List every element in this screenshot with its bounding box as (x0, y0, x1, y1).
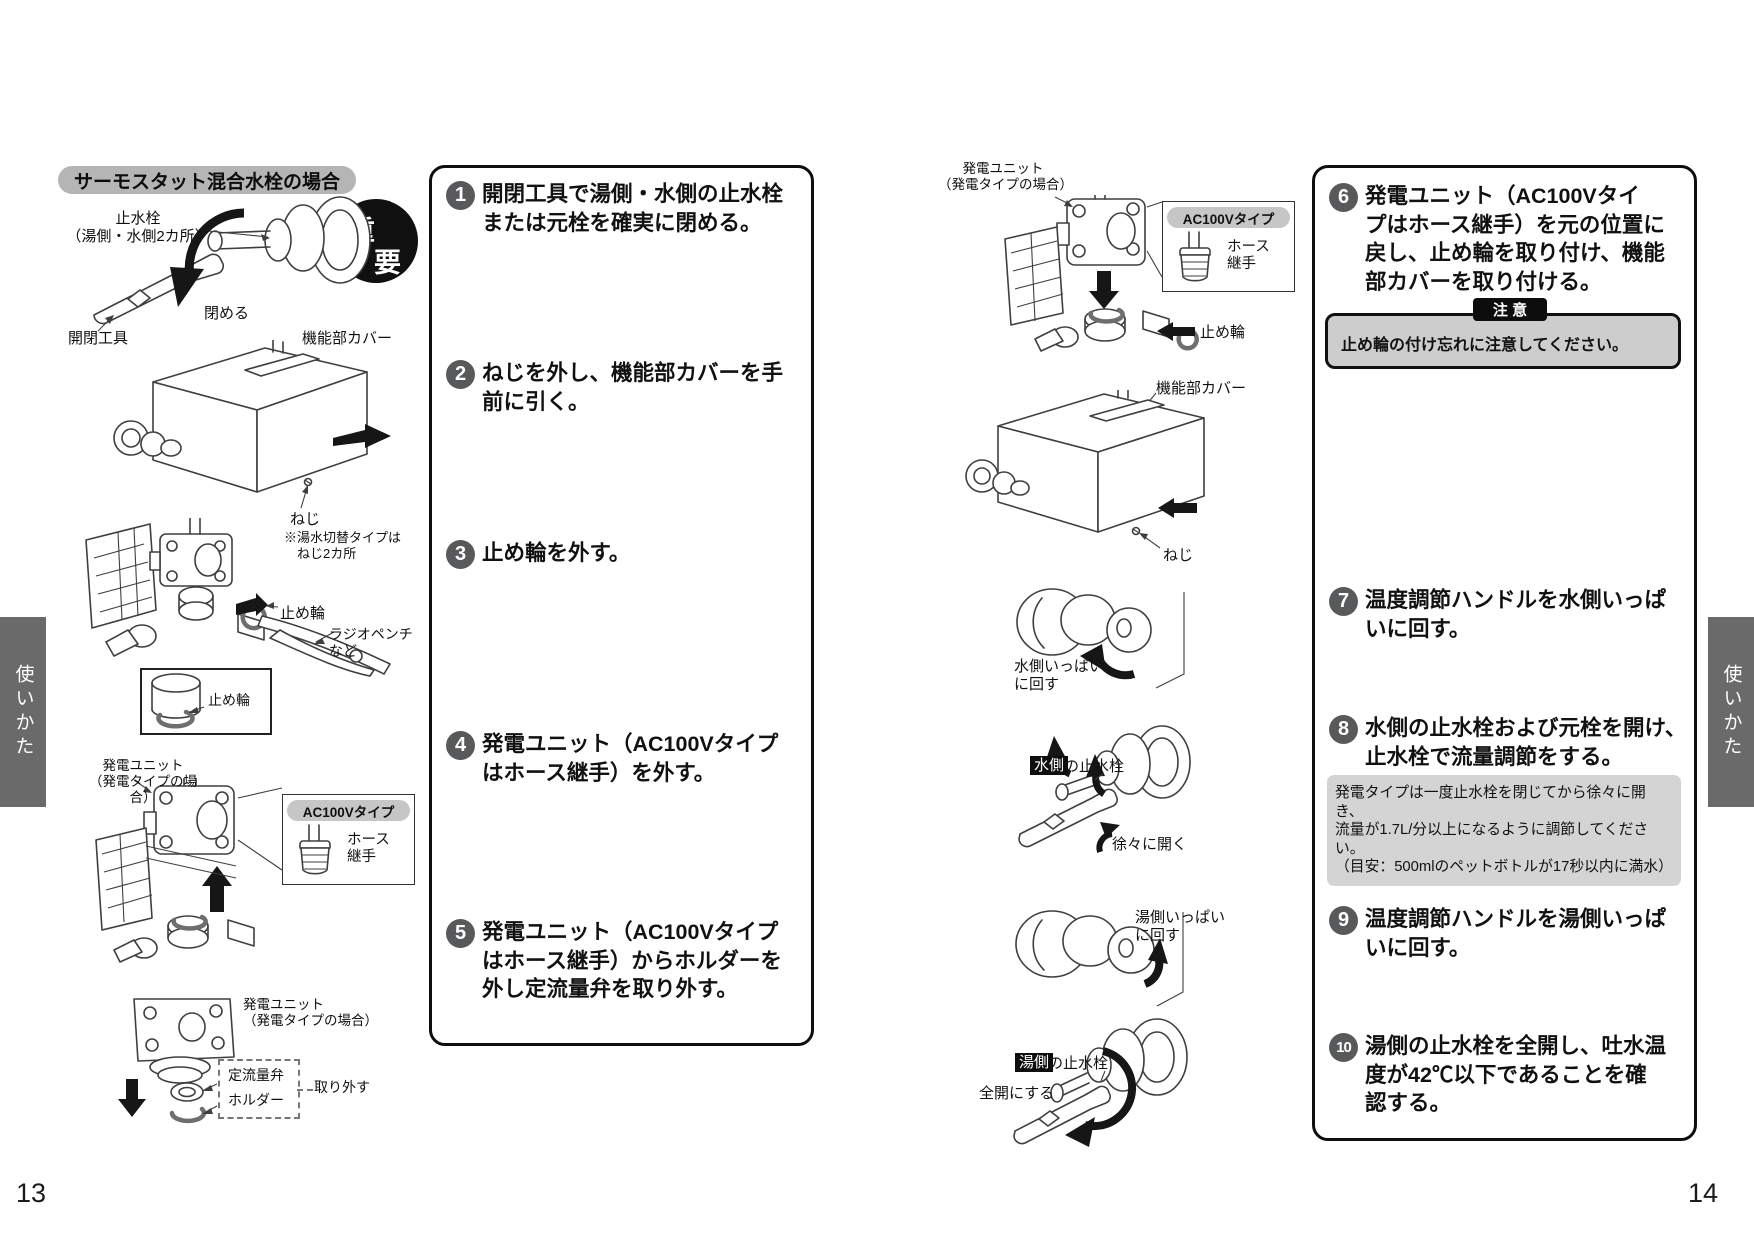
caution-note-box: 止め輪の付け忘れに注意してください。 (1325, 313, 1681, 369)
tab-label: 使いかた (12, 664, 34, 760)
label-pliers: ラジオペンチ など (329, 626, 413, 659)
flow-adjust-note: 発電タイプは一度止水栓を閉じてから徐々に開き、 流量が1.7L/分以上になるよう… (1327, 775, 1681, 886)
step-1-number: 1 (446, 181, 475, 210)
step-1: 1 開閉工具で湯側・水側の止水栓 または元栓を確実に閉める。 (446, 180, 783, 237)
step-4-text: 発電ユニット（AC100Vタイプ はホース継手）を外す。 (482, 732, 779, 785)
handle-hot-illustration (1000, 896, 1205, 1014)
step-7: 7 温度調節ハンドルを水側いっぱ いに回す。 (1329, 586, 1666, 643)
instruction-panel-right: 6 発電ユニット（AC100Vタイ プはホース継手）を元の位置に 戻し、止め輪を… (1312, 165, 1697, 1141)
step-3: 3 止め輪を外す。 (446, 539, 630, 569)
step-7-number: 7 (1329, 587, 1358, 616)
cover-remove-illustration (95, 340, 395, 518)
handle-cold-illustration (1000, 578, 1205, 700)
caution-badge: 注 意 (1473, 298, 1547, 321)
label-retaining-ring: 止め輪 (280, 605, 326, 622)
step-5: 5 発電ユニット（AC100Vタイプ はホース継手）からホルダーを 外し定流量弁… (446, 918, 782, 1004)
label-retaining-ring-right: 止め輪 (1200, 324, 1246, 341)
ac100v-type-badge: AC100Vタイプ (1167, 207, 1290, 228)
instruction-panel-left: 1 開閉工具で湯側・水側の止水栓 または元栓を確実に閉める。 2 ねじを外し、機… (429, 165, 814, 1046)
hose-joint-icon (299, 824, 331, 875)
label-hose-joint: ホース 継手 (1227, 239, 1270, 272)
hose-joint-icon (1179, 231, 1211, 282)
flow-valve-remove-illustration (92, 995, 297, 1127)
label-remove: 取り外す (314, 1079, 370, 1095)
label-hot-stop-valve: の止水栓 (1048, 1055, 1109, 1072)
step-3-number: 3 (446, 540, 475, 569)
step-3-text: 止め輪を外す。 (482, 541, 631, 565)
step-2-text: ねじを外し、機能部カバーを手 前に引く。 (482, 361, 784, 414)
step-9-number: 9 (1329, 906, 1358, 935)
label-close: 閉める (204, 305, 250, 322)
label-holder: ホルダー (228, 1092, 284, 1108)
step-9: 9 温度調節ハンドルを湯側いっぱ いに回す。 (1329, 905, 1666, 962)
label-stop-valve: 止水栓 （湯側・水側2カ所） (66, 210, 210, 245)
page-number-right: 14 (1688, 1178, 1719, 1208)
section-header-badge: サーモスタット混合水栓の場合 (58, 166, 356, 194)
cover-reattach-illustration (960, 390, 1205, 570)
remove-parts-dashed-box: 定流量弁 ホルダー (218, 1059, 300, 1119)
step-2-number: 2 (446, 360, 475, 389)
label-turn-hot-full: 湯側いっぱい に回す (1135, 909, 1226, 944)
step-8-text: 水側の止水栓および元栓を開け、 止水栓で流量調節をする。 (1365, 716, 1687, 769)
label-generator-unit-right: 発電ユニット （発電タイプの場合） (938, 161, 1073, 193)
cold-valve-open-illustration (1000, 722, 1205, 864)
step-5-number: 5 (446, 919, 475, 948)
step-1-text: 開閉工具で湯側・水側の止水栓 または元栓を確実に閉める。 (482, 182, 784, 235)
page-number-left: 13 (16, 1178, 47, 1208)
label-generator-unit: 発電ユニット （発電タイプの場合） (89, 758, 197, 806)
label-cold-stop-valve: の止水栓 (1064, 758, 1125, 775)
step-2: 2 ねじを外し、機能部カバーを手 前に引く。 (446, 359, 783, 416)
retaining-ring-inset: 止め輪 (140, 668, 272, 735)
step-7-text: 温度調節ハンドルを水側いっぱ いに回す。 (1365, 588, 1667, 641)
label-hose-joint: ホース 継手 (347, 832, 390, 865)
step-6: 6 発電ユニット（AC100Vタイ プはホース継手）を元の位置に 戻し、止め輪を… (1329, 182, 1665, 296)
ac100v-type-badge: AC100Vタイプ (287, 800, 410, 821)
step-10-number: 10 (1329, 1033, 1358, 1062)
sidebar-tab-usage-left: 使いかた (0, 617, 46, 807)
section-header-text: サーモスタット混合水栓の場合 (73, 171, 340, 193)
label-cold-side-badge: 水側 (1030, 756, 1069, 775)
important-badge-text-bottom: 要 (374, 248, 401, 278)
step-4: 4 発電ユニット（AC100Vタイプ はホース継手）を外す。 (446, 730, 778, 787)
remove-leader-line (297, 1089, 313, 1091)
step-9-text: 温度調節ハンドルを湯側いっぱ いに回す。 (1365, 907, 1667, 960)
ac100v-callout-right: AC100Vタイプ ホース 継手 (1162, 201, 1295, 292)
generator-unit-remove-illustration (88, 778, 300, 983)
step-6-number: 6 (1329, 183, 1358, 212)
step-10-text: 湯側の止水栓を全開し、吐水温 度が42℃以下であることを確 認する。 (1365, 1034, 1667, 1115)
label-screw-note: ※湯水切替タイプは ねじ2カ所 (284, 530, 402, 561)
step-4-number: 4 (446, 731, 475, 760)
label-open-gradually: 徐々に開く (1112, 836, 1188, 853)
step-5-text: 発電ユニット（AC100Vタイプ はホース継手）からホルダーを 外し定流量弁を取… (482, 920, 782, 1001)
generator-unit-reinstall-illustration (905, 195, 1200, 367)
retaining-ring-illustration (58, 518, 393, 678)
label-screw: ねじ (290, 511, 321, 528)
step-10: 10 湯側の止水栓を全開し、吐水温 度が42℃以下であることを確 認する。 (1329, 1032, 1666, 1118)
close-valve-illustration (58, 195, 378, 360)
label-open-close-tool: 開閉工具 (68, 330, 129, 347)
label-screw-right: ねじ (1163, 547, 1194, 564)
label-cover: 機能部カバー (302, 330, 393, 347)
label-hot-side-badge: 湯側 (1015, 1053, 1054, 1072)
label-turn-cold-full: 水側いっぱい に回す (1014, 658, 1105, 693)
label-cover-right: 機能部カバー (1156, 380, 1247, 397)
ac100v-callout-left: AC100Vタイプ ホース 継手 (282, 794, 415, 885)
step-8-number: 8 (1329, 715, 1358, 744)
hot-valve-full-open-illustration (985, 1013, 1200, 1165)
label-full-open: 全開にする (979, 1085, 1055, 1102)
caution-note-text: 止め輪の付け忘れに注意してください。 (1341, 337, 1629, 354)
step-6-text: 発電ユニット（AC100Vタイ プはホース継手）を元の位置に 戻し、止め輪を取り… (1365, 184, 1665, 294)
label-flow-valve: 定流量弁 (228, 1067, 284, 1083)
tab-label: 使いかた (1720, 664, 1742, 760)
label-generator-unit-bottom: 発電ユニット （発電タイプの場合） (243, 997, 378, 1029)
ring-closeup-icon (151, 673, 205, 729)
sidebar-tab-usage-right: 使いかた (1708, 617, 1754, 807)
label-retaining-ring-inset: 止め輪 (208, 692, 250, 708)
step-8: 8 水側の止水栓および元栓を開け、 止水栓で流量調節をする。 (1329, 714, 1686, 771)
